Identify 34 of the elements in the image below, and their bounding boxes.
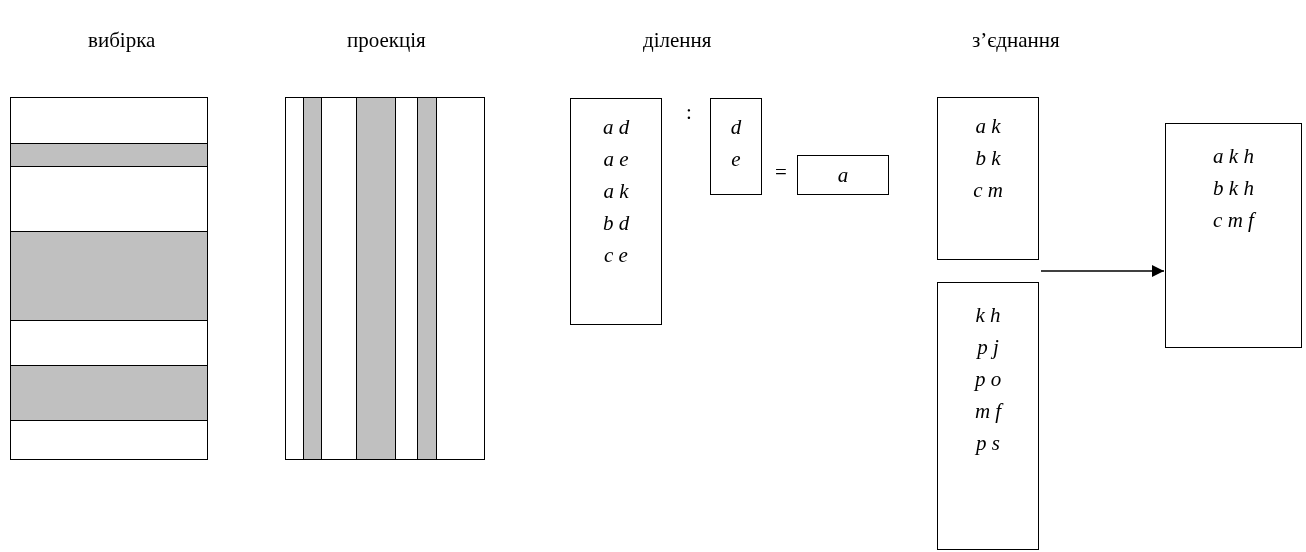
tuple-text: c m: [972, 178, 1004, 202]
tuple-text: a d: [601, 115, 631, 139]
tuple-text: p s: [974, 431, 1001, 455]
tuple-text: a k: [602, 179, 630, 203]
tuple-text: e: [730, 147, 742, 171]
relation-box: [937, 97, 1039, 260]
arrow: [1040, 265, 1165, 277]
tuple-text: a k h: [1212, 144, 1255, 168]
table-box: [285, 97, 485, 460]
operation-title: проекція: [347, 28, 426, 52]
tuple-text: c e: [603, 243, 629, 267]
operation-title: ділення: [643, 28, 712, 52]
tuple-text: b k: [974, 146, 1002, 170]
table-box: [10, 97, 208, 460]
tuple-text: p o: [973, 367, 1003, 391]
division-sign: :: [686, 100, 692, 124]
tuple-text: a e: [602, 147, 630, 171]
tuple-text: c m f: [1212, 208, 1257, 232]
tuple-text: p j: [975, 335, 1000, 359]
relation-box: [937, 282, 1039, 550]
relation-box: [570, 98, 662, 325]
tuple-text: m f: [973, 399, 1005, 423]
tuple-text: a: [836, 163, 850, 187]
tuple-text: b k h: [1212, 176, 1255, 200]
tuple-text: b d: [601, 211, 631, 235]
operation-title: з’єднання: [972, 28, 1060, 52]
tuple-text: d: [729, 115, 743, 139]
relation-box: [710, 98, 762, 195]
relation-box: [797, 155, 889, 195]
operation-title: вибірка: [88, 28, 156, 52]
tuple-text: k h: [974, 303, 1002, 327]
tuple-text: a k: [974, 114, 1002, 138]
relation-box: [1165, 123, 1302, 348]
equals-sign: =: [775, 160, 787, 184]
